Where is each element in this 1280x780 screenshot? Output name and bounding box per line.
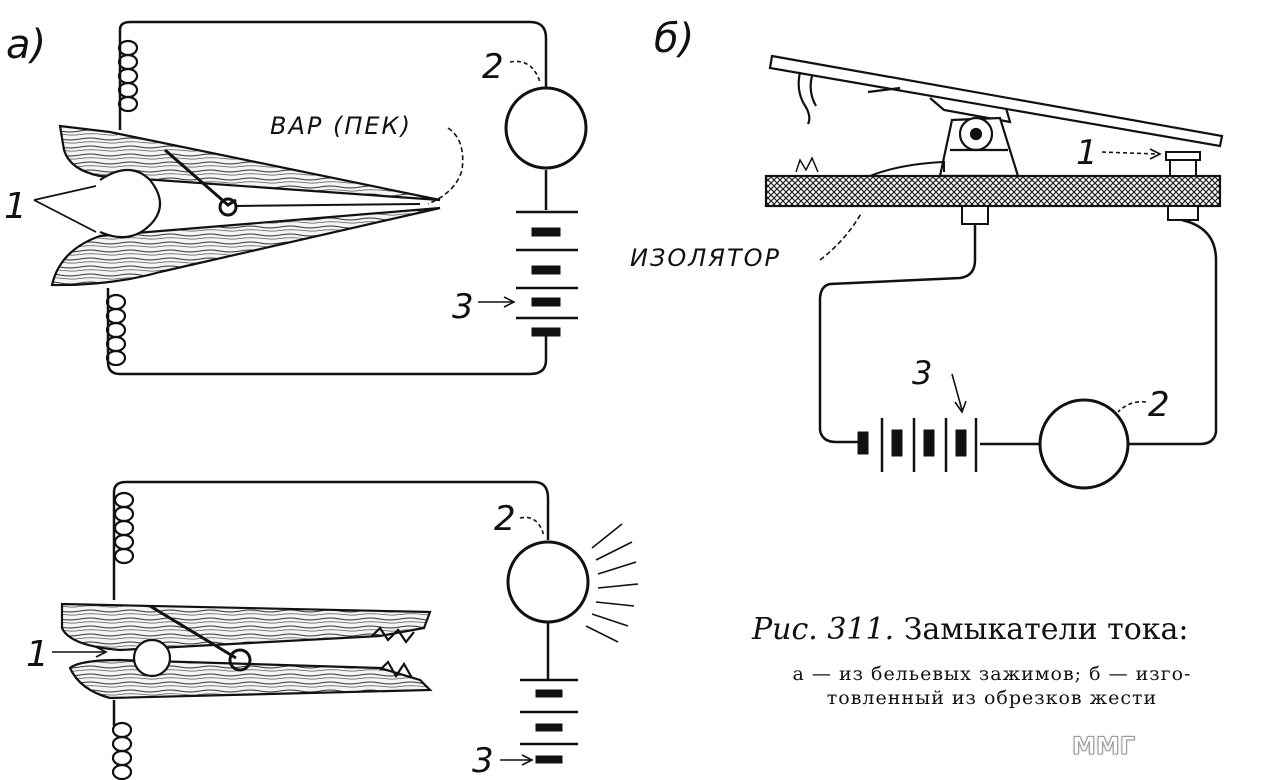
figure-caption-title: Рис. 311. Замыкатели тока: <box>752 612 1189 647</box>
panel-a2-coil-top <box>113 491 135 565</box>
figure-caption-body: а — из бельевых зажимов; б — изго- товле… <box>712 662 1272 710</box>
panel-a: а) 1 ВАР (ПЕК) 2 <box>4 20 588 376</box>
watermark-text: ММГ <box>1071 732 1136 761</box>
caption-title-text: Замыкатели тока: <box>903 612 1189 647</box>
panel-b-arrow-insulator <box>819 211 863 261</box>
panel-a2-num-1: 1 <box>26 634 49 675</box>
panel-b: б) 1 ИЗОЛЯТОР <box>630 16 1224 490</box>
panel-b-spring <box>869 160 945 177</box>
panel-a2-lamp-rays <box>585 523 639 643</box>
panel-a-num-2: 2 <box>482 47 504 87</box>
panel-a-arrow-var <box>427 127 464 205</box>
panel-a-arrow-1 <box>33 185 97 233</box>
caption-line-1: а — из бельевых зажимов; б — изго- <box>792 663 1192 685</box>
panel-b-lamp <box>1038 398 1130 490</box>
panel-a-callout-var: ВАР (ПЕК) <box>270 112 412 140</box>
panel-b-wire <box>818 224 977 444</box>
watermark-logo: ММГ <box>1062 722 1262 770</box>
panel-a2-num-2: 2 <box>494 499 516 539</box>
panel-a2-lamp <box>506 540 590 624</box>
caption-line-2: товленный из обрезков жести <box>826 687 1158 709</box>
panel-b-callout-insulator: ИЗОЛЯТОР <box>630 244 781 272</box>
panel-b-num-1: 1 <box>1076 133 1098 173</box>
panel-a-wire <box>118 20 548 130</box>
panel-a-label: а) <box>6 22 46 68</box>
panel-a-coil-top <box>117 39 139 113</box>
panel-a2-wire <box>112 480 550 600</box>
panel-b-hinge <box>938 116 1020 178</box>
panel-a-num-1: 1 <box>4 186 27 227</box>
panel-a-num-3: 3 <box>452 287 474 327</box>
figure-number: Рис. 311. <box>752 612 895 647</box>
panel-a-battery <box>516 210 578 337</box>
panel-a-clothespin <box>50 124 441 287</box>
panel-b-num-3: 3 <box>912 354 932 392</box>
panel-b-battery <box>857 418 978 472</box>
panel-b-num-2: 2 <box>1148 385 1170 425</box>
panel-a2-num-3: 3 <box>472 741 494 780</box>
panel-b-insulator-board <box>764 174 1222 208</box>
panel-a2: 1 2 3 <box>26 480 639 780</box>
panel-b-contact-screw <box>1165 151 1201 221</box>
panel-a-lamp <box>504 86 588 170</box>
panel-a-coil-bottom <box>105 293 127 367</box>
panel-b-label: б) <box>654 16 694 62</box>
panel-b-lever <box>768 54 1224 148</box>
panel-a2-clothespin <box>60 602 433 700</box>
panel-a2-coil-bottom <box>111 721 133 780</box>
panel-a2-battery <box>520 678 578 764</box>
